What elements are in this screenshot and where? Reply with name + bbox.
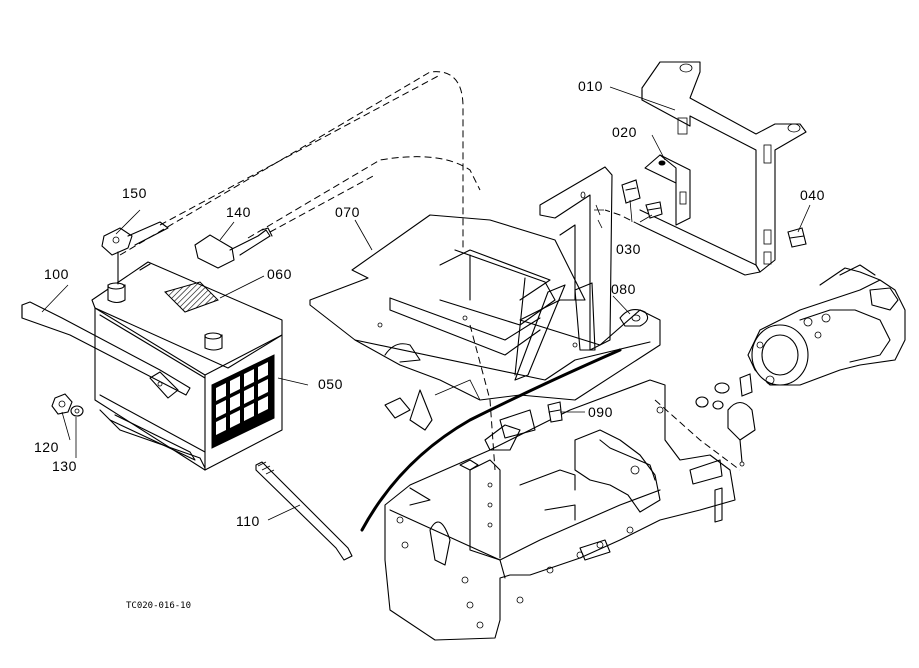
callout-100: 100 (44, 266, 69, 282)
callout-060: 060 (267, 266, 292, 282)
callout-020: 020 (612, 124, 637, 140)
hidden-outline (119, 71, 741, 471)
callout-130: 130 (52, 458, 77, 474)
callout-140: 140 (226, 204, 251, 220)
hold-down-bar-100 (21, 301, 191, 399)
guide-lines (159, 74, 641, 233)
bolt-040 (787, 227, 807, 248)
terminal-clamp-150 (101, 221, 169, 285)
callout-150: 150 (122, 185, 147, 201)
reference-code: TC020-016-10 (126, 601, 192, 611)
upper-bracket-010 (639, 61, 807, 276)
callout-070: 070 (335, 204, 360, 220)
callout-120: 120 (34, 439, 59, 455)
callout-040: 040 (800, 187, 825, 203)
callout-010: 010 (578, 78, 603, 94)
callout-080: 080 (611, 281, 636, 297)
battery-tray-070 (309, 166, 661, 401)
bolt-090 (499, 401, 563, 439)
nut-120 (51, 393, 73, 415)
battery-grid (211, 354, 275, 449)
battery-050 (91, 261, 283, 471)
washer-130 (70, 405, 84, 417)
rod-110 (255, 461, 353, 561)
callout-030: 030 (616, 241, 641, 257)
bolts-030 (594, 179, 663, 229)
callout-090: 090 (588, 404, 613, 420)
callout-050: 050 (318, 376, 343, 392)
callout-110: 110 (236, 513, 260, 529)
starter-motor (747, 264, 906, 386)
leader-lines (41, 86, 811, 521)
small-bracket-020 (644, 154, 691, 226)
battery-cable (360, 348, 622, 532)
terminal-cover-140 (194, 227, 273, 269)
starter-terminal (695, 373, 756, 467)
